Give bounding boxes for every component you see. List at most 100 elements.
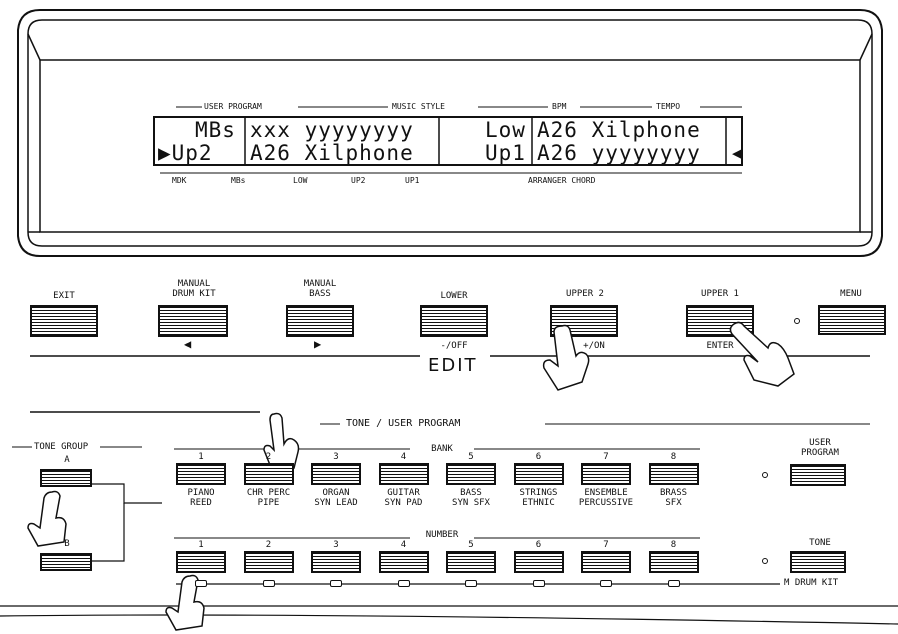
number-button-label: 6 xyxy=(535,540,542,550)
bank-button-8[interactable] xyxy=(648,463,699,485)
user-program-led-indicator xyxy=(762,472,768,478)
menu-label: MENU xyxy=(840,289,862,299)
number-led-indicator xyxy=(195,580,207,587)
lcd-footer-low: LOW xyxy=(293,176,308,185)
upper1-label: UPPER 1 xyxy=(701,289,739,299)
tone-group-a-label: A xyxy=(64,455,70,465)
number-led-indicator xyxy=(397,580,410,587)
bank-group-a-label: ORGAN xyxy=(322,488,350,498)
bank-button-6[interactable] xyxy=(513,463,564,485)
number-button-label: 4 xyxy=(400,540,407,550)
bank-button-1[interactable] xyxy=(176,463,226,485)
exit-label: EXIT xyxy=(53,291,75,301)
menu-led-indicator xyxy=(794,318,800,324)
lcd-cursor-arrow-icon: ◀ xyxy=(732,144,742,162)
number-button-label: 7 xyxy=(603,540,609,550)
user-program-button[interactable] xyxy=(790,464,846,486)
upper1-sub-label: ENTER xyxy=(706,341,734,351)
bank-button-4[interactable] xyxy=(378,463,429,485)
number-button-1[interactable] xyxy=(176,551,226,573)
bank-group-b-label: ETHNIC xyxy=(522,498,555,508)
tone-group-b-button[interactable] xyxy=(40,553,92,571)
bank-group-b-label: SYN PAD xyxy=(384,498,423,508)
lcd-header-tempo: TEMPO xyxy=(656,102,681,111)
lower-label: LOWER xyxy=(440,291,468,301)
m-drum-kit-label: M DRUM KIT xyxy=(784,578,839,588)
tone-button[interactable] xyxy=(790,551,846,573)
upper1-button[interactable] xyxy=(686,305,754,337)
tone-group-a-button[interactable] xyxy=(40,469,92,487)
manual-bass-button[interactable] xyxy=(286,305,354,337)
bank-number-label: 4 xyxy=(400,452,407,462)
number-led-indicator xyxy=(465,580,477,587)
lcd-footer-mdk: MDK xyxy=(172,176,187,185)
bank-button-5[interactable] xyxy=(446,463,496,485)
hand-pointer-icon-number1 xyxy=(165,574,205,631)
upper2-sub-label: +/ON xyxy=(583,341,605,351)
number-button-label: 8 xyxy=(670,540,677,550)
right-arrow-icon: ▶ xyxy=(314,337,322,351)
bank-button-2[interactable] xyxy=(243,463,294,485)
bank-group-a-label: GUITAR xyxy=(387,488,420,498)
upper2-label: UPPER 2 xyxy=(566,289,604,299)
user-program-label-1: USER xyxy=(809,438,831,448)
number-button-6[interactable] xyxy=(513,551,564,573)
manual-bass-label-2: BASS xyxy=(309,289,331,299)
hand-pointer-icon-upper2 xyxy=(542,324,590,391)
bank-number-label: 5 xyxy=(468,452,474,462)
number-led-indicator xyxy=(600,580,612,587)
number-button-label: 3 xyxy=(333,540,339,550)
lcd-footer-up1: UP1 xyxy=(405,176,420,185)
lcd-row1-mid: xxx yyyyyyyy xyxy=(250,118,414,142)
menu-button[interactable] xyxy=(818,305,886,335)
number-button-3[interactable] xyxy=(311,551,361,573)
number-button-2[interactable] xyxy=(243,551,294,573)
tone-led-indicator xyxy=(762,558,768,564)
bank-group-a-label: CHR PERC xyxy=(246,488,291,498)
bank-group-b-label: SYN LEAD xyxy=(314,498,358,508)
number-button-label: 2 xyxy=(265,540,272,550)
bank-group-a-label: BRASS xyxy=(659,488,688,498)
number-button-5[interactable] xyxy=(446,551,496,573)
bank-number-label: 7 xyxy=(603,452,609,462)
bank-group-a-label: STRINGS xyxy=(519,488,558,498)
number-button-4[interactable] xyxy=(378,551,429,573)
lcd-footer-up2: UP2 xyxy=(351,176,366,185)
bank-button-7[interactable] xyxy=(581,463,631,485)
number-button-label: 5 xyxy=(468,540,474,550)
upper2-button[interactable] xyxy=(550,305,618,337)
number-button-7[interactable] xyxy=(581,551,631,573)
bank-label: BANK xyxy=(431,444,453,454)
lower-button[interactable] xyxy=(420,305,488,337)
hand-pointer-icon-upper1 xyxy=(729,321,795,387)
number-led-indicator xyxy=(532,580,545,587)
lcd-header-music-style: MUSIC STYLE xyxy=(392,102,445,111)
bank-button-3[interactable] xyxy=(311,463,361,485)
bank-number-label: 2 xyxy=(265,452,272,462)
bank-number-label: 1 xyxy=(198,452,204,462)
tone-group-label: TONE GROUP xyxy=(34,442,89,452)
number-button-8[interactable] xyxy=(648,551,699,573)
bank-group-a-label: PIANO xyxy=(187,488,215,498)
left-arrow-icon: ◀ xyxy=(184,337,192,351)
manual-drum-kit-button[interactable] xyxy=(158,305,228,337)
tone-group-b-label: B xyxy=(64,539,70,549)
number-led-indicator xyxy=(330,580,342,587)
lcd-row1-far: A26 Xilphone xyxy=(537,118,701,142)
manual-bass-label-1: MANUAL xyxy=(303,279,337,289)
lcd-row1-right: Low xyxy=(485,118,526,142)
bank-number-label: 8 xyxy=(670,452,677,462)
exit-button[interactable] xyxy=(30,305,98,337)
manual-drum-kit-label-1: MANUAL xyxy=(177,279,211,289)
number-label: NUMBER xyxy=(425,530,459,540)
bank-group-b-label: PERCUSSIVE xyxy=(578,498,634,508)
lcd-row2-mid: A26 Xilphone xyxy=(250,141,414,165)
bank-group-b-label: PIPE xyxy=(257,498,280,508)
lcd-row2-right: Up1 xyxy=(485,141,526,165)
bank-group-a-label: BASS xyxy=(460,488,482,498)
lcd-row2-far: A26 yyyyyyyy xyxy=(537,141,701,165)
bank-group-b-label: SYN SFX xyxy=(452,498,490,508)
number-button-label: 1 xyxy=(198,540,204,550)
